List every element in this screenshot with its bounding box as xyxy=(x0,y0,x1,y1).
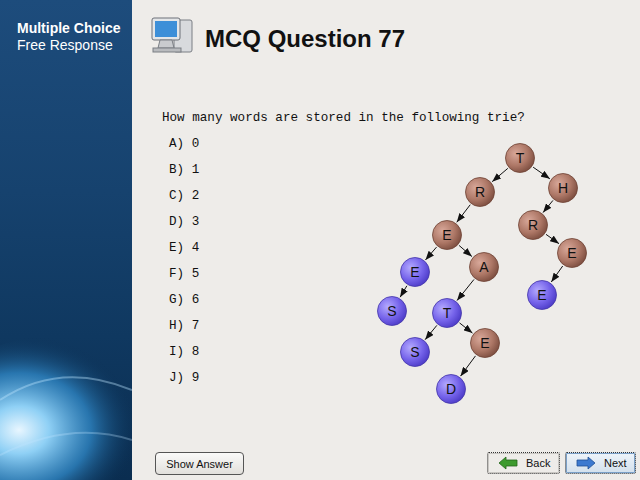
trie-node: T xyxy=(505,143,535,173)
button-label: Next xyxy=(604,457,627,469)
sidebar-item: Free Response xyxy=(17,37,113,53)
node-letter: E xyxy=(410,265,419,279)
back-arrow-icon xyxy=(498,456,518,470)
trie-edge xyxy=(546,234,559,243)
answer-option: G) 6 xyxy=(169,293,199,307)
push-button: Next xyxy=(565,452,636,474)
trie-edge xyxy=(533,167,550,179)
push-button: Back xyxy=(487,452,560,474)
node-letter: D xyxy=(446,382,456,396)
node-letter: E xyxy=(567,246,576,260)
node-letter: T xyxy=(516,151,525,165)
word-end-node: S xyxy=(400,337,430,367)
sidebar-item: Multiple Choice xyxy=(17,20,120,36)
trie-edge xyxy=(425,247,436,260)
push-button: Show Answer xyxy=(155,452,244,475)
word-end-node: E xyxy=(527,280,557,310)
window-title: MCQ Question 77 xyxy=(205,25,405,53)
computer-icon xyxy=(150,14,198,56)
question-text: How many words are stored in the followi… xyxy=(162,111,525,125)
answer-option: A) 0 xyxy=(169,137,199,151)
trie-node: R xyxy=(518,210,548,240)
node-letter: S xyxy=(410,345,419,359)
node-letter: S xyxy=(387,304,396,318)
word-end-node: S xyxy=(377,296,407,326)
trie-node: E xyxy=(557,238,587,268)
sidebar-glow xyxy=(0,0,132,480)
answer-option: I) 8 xyxy=(169,345,199,359)
trie-edge xyxy=(551,266,562,282)
node-letter: R xyxy=(528,218,538,232)
trie-edge xyxy=(400,286,407,297)
trie-node: H xyxy=(548,173,578,203)
answer-option: J) 9 xyxy=(169,371,199,385)
node-letter: H xyxy=(558,181,568,195)
word-end-node: T xyxy=(432,298,462,328)
answer-option: H) 7 xyxy=(169,319,199,333)
node-letter: A xyxy=(479,260,488,274)
trie-edge xyxy=(457,205,471,223)
trie-node: E xyxy=(470,328,500,358)
trie-edge xyxy=(425,325,437,339)
answer-option: D) 3 xyxy=(169,215,199,229)
answer-option: E) 4 xyxy=(169,241,199,255)
word-end-node: E xyxy=(400,257,430,287)
trie-edge xyxy=(460,323,473,333)
answer-option: B) 1 xyxy=(169,163,199,177)
node-letter: T xyxy=(443,306,452,320)
node-letter: E xyxy=(442,228,451,242)
sidebar-panel xyxy=(0,0,132,480)
node-letter: R xyxy=(475,185,485,199)
trie-node: R xyxy=(465,177,495,207)
trie-node: E xyxy=(432,220,462,250)
node-letter: E xyxy=(480,336,489,350)
node-letter: E xyxy=(537,288,546,302)
next-arrow-icon xyxy=(576,456,596,470)
button-label: Back xyxy=(526,457,550,469)
answer-option: F) 5 xyxy=(169,267,199,281)
trie-edge xyxy=(543,200,553,212)
trie-edge xyxy=(457,279,474,300)
word-end-node: D xyxy=(436,374,466,404)
trie-edge xyxy=(461,356,476,376)
answer-option: C) 2 xyxy=(169,189,199,203)
button-label: Show Answer xyxy=(166,458,233,470)
trie-node: A xyxy=(469,252,499,282)
trie-edge xyxy=(492,168,508,181)
trie-edge xyxy=(459,245,472,256)
